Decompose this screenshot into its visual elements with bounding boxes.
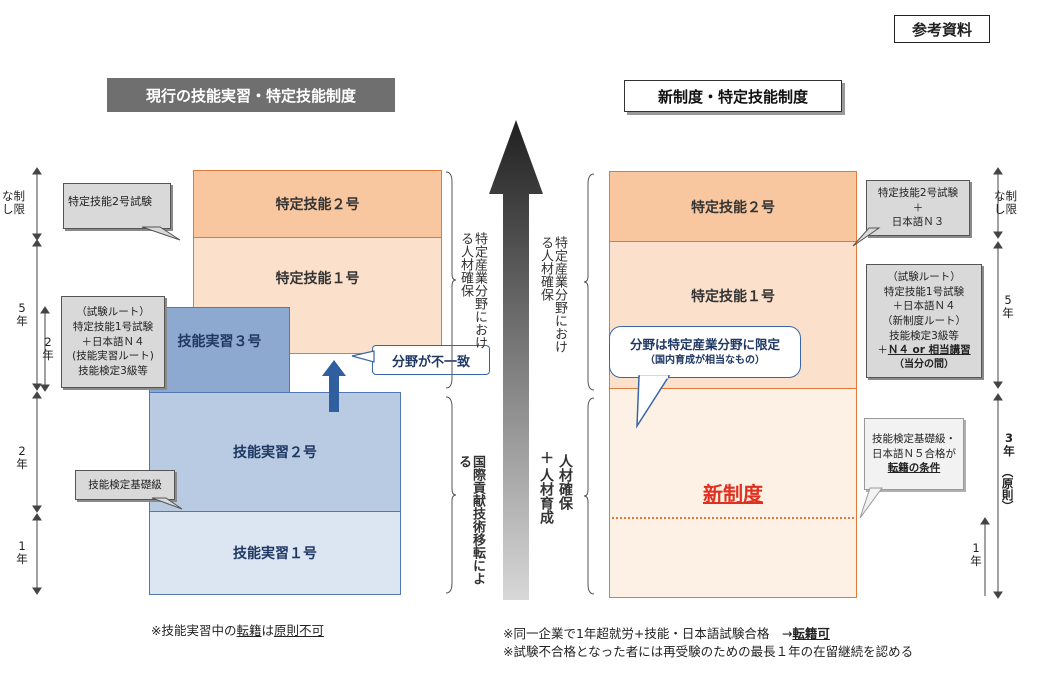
right-callout-route: （試験ルート） 特定技能1号試験 ＋日本語Ｎ４ （新制度ルート） 技能検定3級等…	[866, 264, 982, 378]
left-callout-basic-tail	[151, 497, 183, 510]
right-callout-exam2-tail	[852, 227, 881, 247]
left-bracket-bottom	[445, 396, 457, 594]
left-side-label-top: 特定産業分野における人材確保	[458, 232, 487, 349]
center-arrow-plus: ＋	[540, 451, 554, 467]
right-year-axis	[993, 167, 1003, 599]
left-bracket-top	[445, 171, 457, 389]
mismatch-bubble-tail	[351, 350, 375, 363]
left-year-axis	[32, 167, 42, 595]
center-arrow-label-a: 人材確保	[557, 454, 573, 510]
right-new-system-label: 新制度	[703, 481, 763, 506]
left-year-axis-inner	[40, 306, 50, 392]
left-tokutei2-box: 特定技能２号	[193, 170, 442, 238]
right-callout-transfer: 技能検定基礎級・ 日本語Ｎ５合格が 転籍の条件	[864, 418, 964, 490]
left-side-label-bottom: 国際貢献技術移転による	[456, 455, 485, 585]
center-big-arrow-icon	[489, 120, 543, 600]
right-new-system-box	[609, 389, 857, 598]
right-note-1: ※同一企業で1年超就労+技能・日本語試験合格 →転籍可	[503, 626, 830, 641]
right-new-system-divider	[612, 517, 854, 519]
left-jisshu3-box: 技能実習３号	[149, 307, 290, 393]
right-speech-bubble-tail	[636, 375, 671, 429]
right-bracket	[583, 173, 595, 391]
left-year-nolimit: な制 し限	[2, 189, 25, 216]
right-year-axis-inner	[980, 517, 990, 596]
left-callout-exam2-tail	[141, 226, 181, 241]
left-callout-exam2: 特定技能2号試験	[63, 183, 171, 229]
right-year-3-note: （原則）	[1000, 466, 1015, 512]
left-jisshu2-box: 技能実習２号	[149, 392, 401, 512]
right-tokutei2-box: 特定技能２号	[609, 171, 857, 242]
right-tokutei1-label: 特定技能１号	[691, 289, 775, 305]
mismatch-bubble: 分野が不一致	[372, 345, 490, 375]
left-note: ※技能実習中の転籍は原則不可	[151, 623, 325, 638]
up-arrow-icon	[322, 360, 346, 412]
reference-label: 参考資料	[894, 15, 990, 43]
right-bracket-bottom	[583, 397, 595, 595]
left-jisshu1-box: 技能実習１号	[149, 511, 401, 595]
left-callout-route: （試験ルート） 特定技能1号試験 ＋日本語Ｎ４ (技能実習ルート) 技能検定3級…	[61, 296, 165, 388]
left-header: 現行の技能実習・特定技能制度	[107, 78, 395, 112]
right-speech-bubble: 分野は特定産業分野に限定 （国内育成が相当なもの）	[609, 326, 801, 378]
center-arrow-label-b: 人材育成	[538, 468, 554, 524]
right-header: 新制度・特定技能制度	[624, 80, 842, 112]
right-callout-exam2: 特定技能2号試験 ＋ 日本語Ｎ３	[866, 180, 970, 236]
left-callout-basic: 技能検定基礎級	[75, 470, 175, 500]
right-year-nolimit: な制 し限	[994, 189, 1017, 216]
right-side-label: 特定産業分野における人材確保	[538, 236, 567, 353]
left-tokutei1-label: 特定技能１号	[275, 271, 360, 287]
right-callout-transfer-tail	[859, 487, 883, 519]
right-note-2: ※試験不合格となった者には再受験のための最長１年の在留継続を認める	[503, 644, 914, 659]
